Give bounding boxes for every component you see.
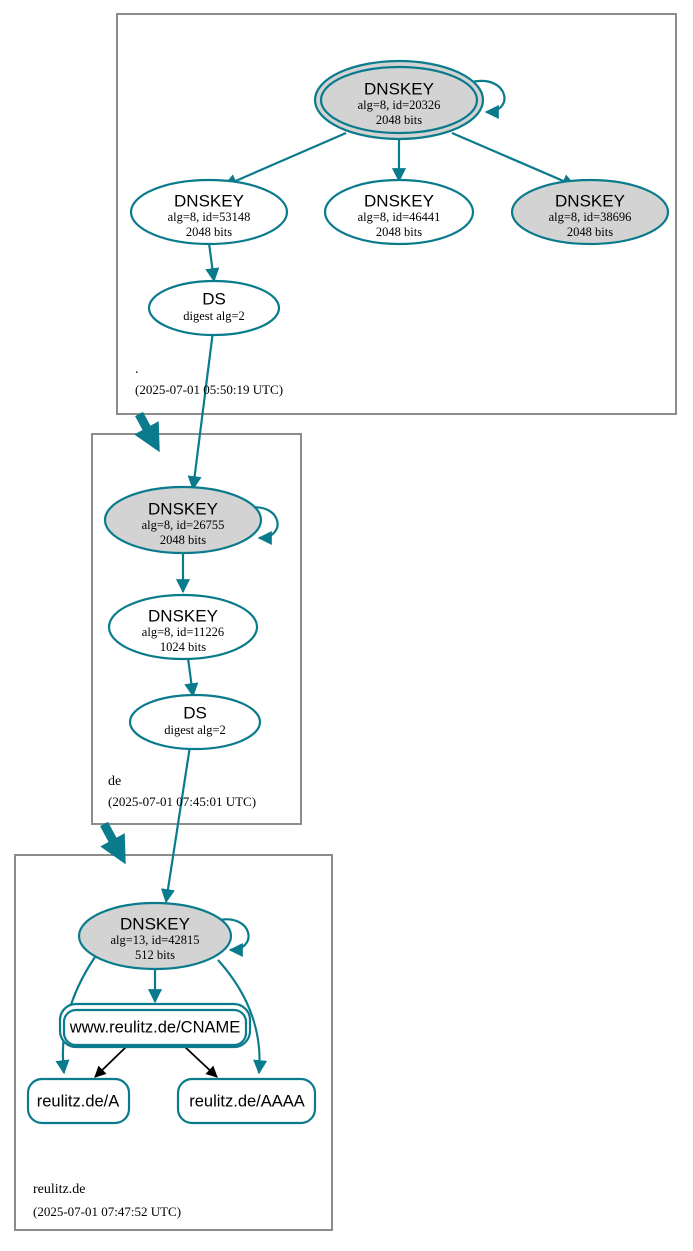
edge-de-ds-to-reulitz-dnskey [160,745,192,904]
node-root-ksk-dnskey-20326[interactable]: DNSKEY alg=8, id=20326 2048 bits [313,59,485,141]
aaaa-record-rect [176,1077,317,1125]
root-ksk-size-label: 2048 bits [376,113,422,127]
zone-box-root [116,13,677,415]
de-zsk-ellipse [107,593,259,661]
node-root-ds[interactable]: DS digest alg=2 [147,279,281,337]
root-ds-type-label: DS [202,289,226,308]
node-rrset-www-reulitz-de-cname[interactable]: www.reulitz.de/CNAME [58,1002,252,1049]
root-46441-alg-id-label: alg=8, id=46441 [358,210,441,224]
de-zsk-type-label: DNSKEY [148,606,218,625]
root-ds-digest-label: digest alg=2 [183,309,245,323]
root-53148-alg-id-label: alg=8, id=53148 [168,210,251,224]
reulitz-ksk-type-label: DNSKEY [120,914,190,933]
de-ds-digest-label: digest alg=2 [164,723,226,737]
node-de-zsk-dnskey-11226[interactable]: DNSKEY alg=8, id=11226 1024 bits [107,593,259,661]
de-zsk-size-label: 1024 bits [160,640,206,654]
node-root-dnskey-38696[interactable]: DNSKEY alg=8, id=38696 2048 bits [510,178,670,246]
node-rrset-reulitz-de-aaaa[interactable]: reulitz.de/AAAA [176,1077,317,1125]
root-53148-type-label: DNSKEY [174,191,244,210]
node-root-dnskey-53148[interactable]: DNSKEY alg=8, id=53148 2048 bits [129,178,289,246]
node-reulitz-ksk-dnskey-42815[interactable]: DNSKEY alg=13, id=42815 512 bits [77,901,233,971]
aaaa-record-label: reulitz.de/AAAA [189,1092,305,1110]
edge-de-zsk-to-ds [184,657,199,698]
cname-inner-rect [62,1008,248,1047]
de-ksk-ellipse [103,485,263,555]
root-ksk-inner-ellipse [319,65,479,135]
zone-label-root-name: . [135,362,139,377]
zone-label-root-timestamp: (2025-07-01 05:50:19 UTC) [135,382,283,397]
zone-box-de [91,433,302,825]
edge-cname-to-aaaa [184,1046,218,1078]
de-ksk-size-label: 2048 bits [160,533,206,547]
root-38696-ellipse [510,178,670,246]
zone-label-de-timestamp: (2025-07-01 07:45:01 UTC) [108,794,256,809]
node-rrset-reulitz-de-a[interactable]: reulitz.de/A [26,1077,131,1125]
root-53148-ellipse [129,178,289,246]
edge-root-ksk-to-53148 [222,131,347,188]
root-38696-type-label: DNSKEY [555,191,625,210]
edge-delegation-de-to-reulitz [100,821,126,865]
de-ds-ellipse [128,693,262,751]
reulitz-ksk-size-label: 512 bits [135,948,175,962]
root-ksk-alg-id-label: alg=8, id=20326 [358,98,441,112]
zone-label-reulitz-name: reulitz.de [33,1182,85,1197]
edge-de-ksk-self-sign [247,506,279,546]
edge-reulitz-ksk-self-sign [218,918,250,958]
node-de-ksk-dnskey-26755[interactable]: DNSKEY alg=8, id=26755 2048 bits [103,485,263,555]
zone-label-reulitz-timestamp: (2025-07-01 07:47:52 UTC) [33,1204,181,1219]
a-record-rect [26,1077,131,1125]
de-ds-type-label: DS [183,703,207,722]
reulitz-ksk-ellipse [77,901,233,971]
edge-root-ksk-to-38696 [451,131,577,188]
root-53148-size-label: 2048 bits [186,225,232,239]
edge-root-ksk-self-sign [471,79,506,120]
root-38696-alg-id-label: alg=8, id=38696 [549,210,632,224]
reulitz-ksk-alg-id-label: alg=13, id=42815 [110,933,199,947]
a-record-label: reulitz.de/A [37,1092,120,1110]
zone-label-de-name: de [108,774,121,789]
edge-delegation-root-to-de [134,411,160,453]
root-46441-size-label: 2048 bits [376,225,422,239]
root-46441-ellipse [323,178,475,246]
root-ds-ellipse [147,279,281,337]
edge-root-ds-to-de-dnskey [187,330,215,491]
de-ksk-alg-id-label: alg=8, id=26755 [142,518,225,532]
edge-reulitz-ksk-to-aaaa [217,959,268,1075]
root-ksk-type-label: DNSKEY [364,79,434,98]
edge-root-53148-to-ds [205,242,220,283]
cname-label: www.reulitz.de/CNAME [69,1018,241,1036]
node-de-ds[interactable]: DS digest alg=2 [128,693,262,751]
de-zsk-alg-id-label: alg=8, id=11226 [142,625,224,639]
root-46441-type-label: DNSKEY [364,191,434,210]
edge-cname-to-a [94,1046,127,1078]
de-ksk-type-label: DNSKEY [148,499,218,518]
root-38696-size-label: 2048 bits [567,225,613,239]
node-root-dnskey-46441[interactable]: DNSKEY alg=8, id=46441 2048 bits [323,178,475,246]
